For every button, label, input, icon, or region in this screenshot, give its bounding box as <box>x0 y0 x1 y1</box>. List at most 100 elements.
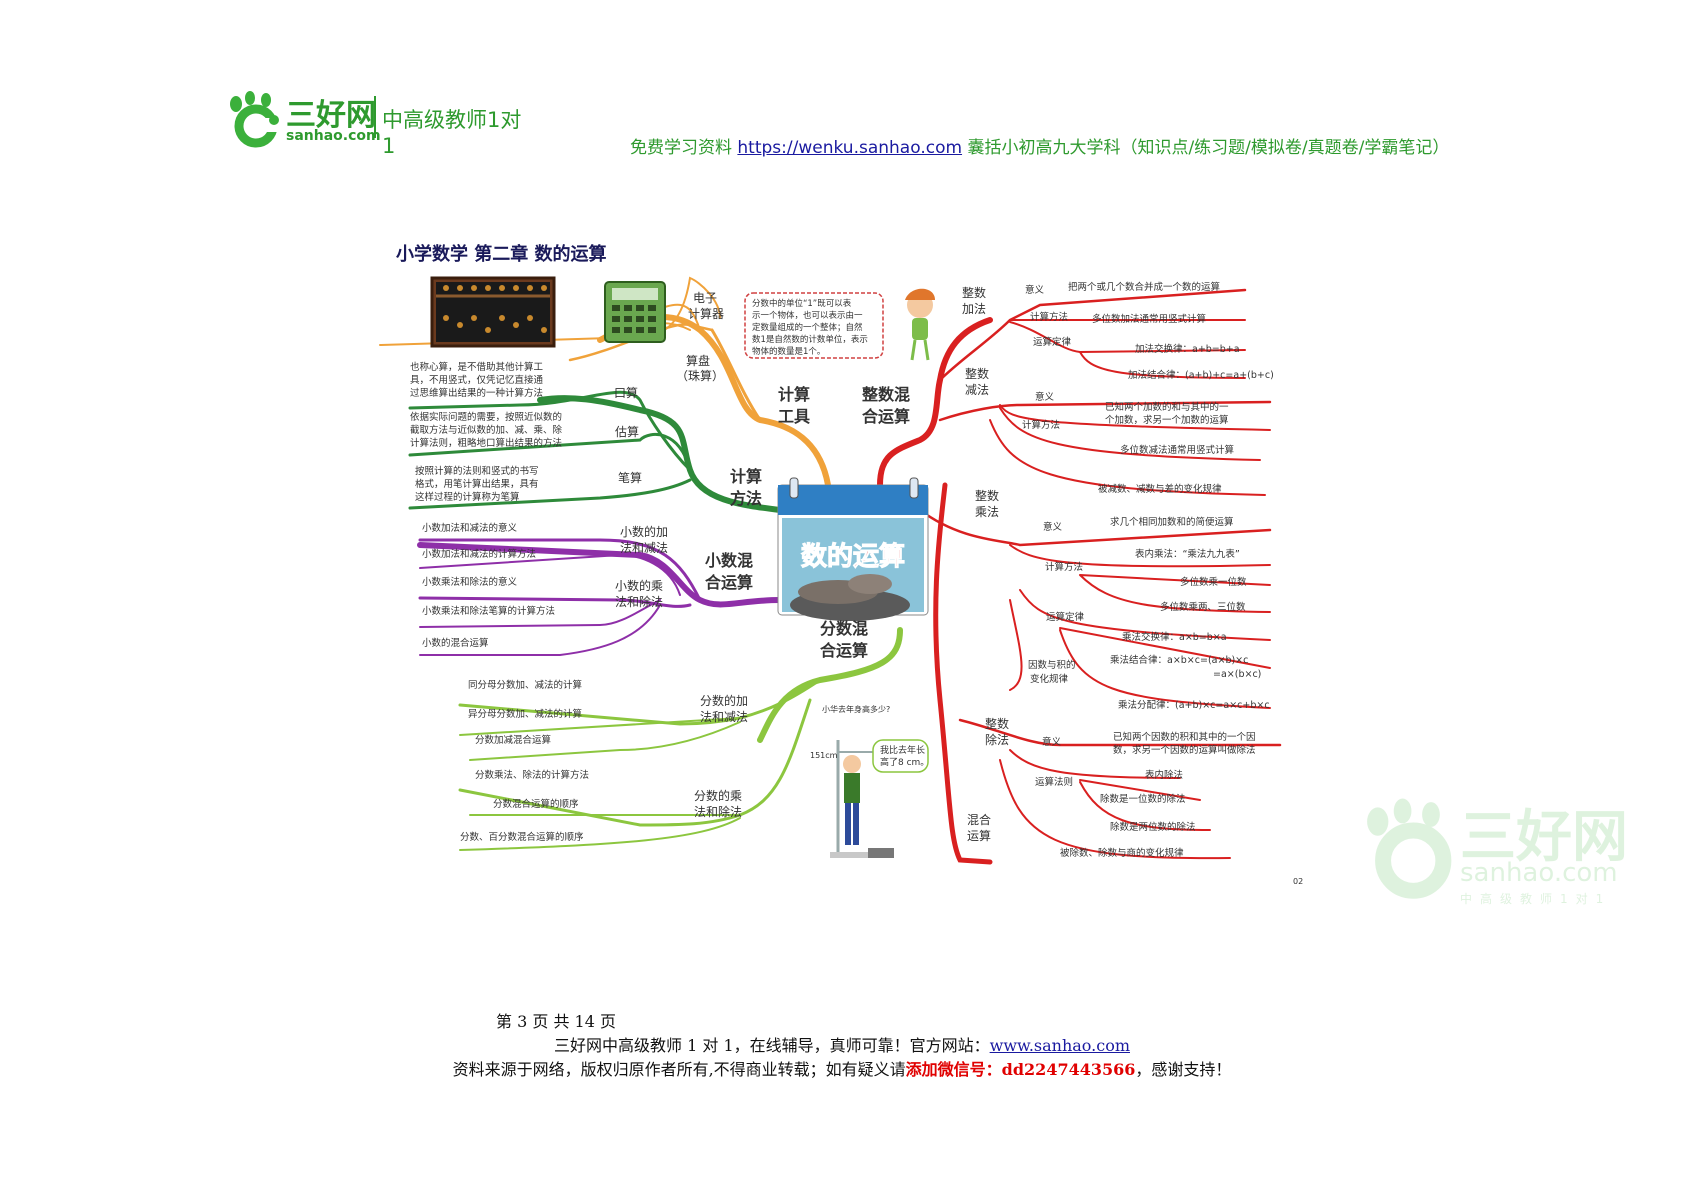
logo-sub: sanhao.com <box>286 128 381 144</box>
svg-text:整数减法: 整数减法 <box>965 366 989 397</box>
svg-text:小数混合运算: 小数混合运算 <box>705 551 753 592</box>
svg-text:因数与积的变化规律: 因数与积的变化规律 <box>1028 659 1076 685</box>
svg-text:分数混合运算: 分数混合运算 <box>820 619 868 660</box>
svg-text:也称心算，是不借助其他计算工具，不用竖式，仅凭记忆直接通过思: 也称心算，是不借助其他计算工具，不用竖式，仅凭记忆直接通过思维算出结果的一种计算… <box>410 361 544 399</box>
svg-text:02: 02 <box>1293 877 1303 886</box>
logo-main: 三好网 <box>286 98 376 133</box>
svg-text:分数的加法和减法: 分数的加法和减法 <box>700 693 748 724</box>
logo-divider <box>374 96 376 138</box>
svg-text:=a×(b×c): =a×(b×c) <box>1213 669 1261 680</box>
watermark-sub: sanhao.com <box>1460 858 1618 888</box>
svg-text:整数除法: 整数除法 <box>985 716 1009 747</box>
header-note: 免费学习资料 https://wenku.sanhao.com 囊括小初高九大学… <box>630 133 1449 158</box>
svg-text:意义: 意义 <box>1025 284 1045 296</box>
svg-text:运算定律: 运算定律 <box>1046 611 1085 623</box>
svg-text:整数混合运算: 整数混合运算 <box>861 385 910 426</box>
footer-site-link[interactable]: www.sanhao.com <box>989 1036 1130 1055</box>
svg-text:意义: 意义 <box>1042 736 1062 748</box>
svg-text:乘法交换律：a×b=b×a: 乘法交换律：a×b=b×a <box>1122 631 1227 643</box>
map-title: 小学数学 第二章 数的运算 <box>396 243 607 265</box>
watermark-paw-icon <box>1367 798 1452 899</box>
main-labels: 计算工具 计算方法 小数混合运算 分数混合运算 整数混合运算 <box>705 385 910 660</box>
svg-text:分数的乘法和除法: 分数的乘法和除法 <box>694 788 742 819</box>
abacus-icon <box>430 276 556 348</box>
watermark-main: 三好网 <box>1460 805 1628 870</box>
footer-line-1-text: 三好网中高级教师 1 对 1，在线辅导，真师可靠！官方网站： <box>554 1036 990 1055</box>
wenku-link[interactable]: https://wenku.sanhao.com <box>737 138 963 158</box>
svg-text:计算方法: 计算方法 <box>1030 311 1068 323</box>
footer-line-2-suffix: ，感谢支持！ <box>1135 1060 1232 1079</box>
svg-text:运算法则: 运算法则 <box>1035 776 1073 788</box>
kid-height-picture: 小华去年身高多少? 151cm 我比去年长 高了8 cm。 <box>810 704 929 858</box>
svg-text:计算方法: 计算方法 <box>1022 419 1060 431</box>
svg-text:被减数、减数与差的变化规律: 被减数、减数与差的变化规律 <box>1098 483 1222 495</box>
svg-text:意义: 意义 <box>1043 521 1063 533</box>
svg-text:求几个相同加数和的简便运算: 求几个相同加数和的简便运算 <box>1110 516 1234 528</box>
footer-line-1: 三好网中高级教师 1 对 1，在线辅导，真师可靠！官方网站：www.sanhao… <box>0 1032 1684 1056</box>
svg-text:多位数减法通常用竖式计算: 多位数减法通常用竖式计算 <box>1120 444 1234 456</box>
svg-text:多位数乘一位数: 多位数乘一位数 <box>1180 576 1247 588</box>
svg-text:同分母分数加、减法的计算: 同分母分数加、减法的计算 <box>468 679 582 691</box>
svg-text:表内除法: 表内除法 <box>1145 769 1183 781</box>
svg-text:口算: 口算 <box>614 385 638 400</box>
svg-text:小数的乘法和除法: 小数的乘法和除法 <box>615 578 663 609</box>
logo-tagline: 中高级教师1对1 <box>382 108 522 158</box>
svg-text:小华去年身高多少?: 小华去年身高多少? <box>822 704 890 714</box>
svg-text:依据实际问题的需要，按照近似数的截取方法与近似数的加、减、乘: 依据实际问题的需要，按照近似数的截取方法与近似数的加、减、乘、除计算法则，粗略地… <box>410 411 563 449</box>
svg-text:乘法分配律：(a+b)×c=a×c+b×c: 乘法分配律：(a+b)×c=a×c+b×c <box>1118 699 1270 711</box>
svg-text:已知两个加数的和与其中的一个加数，求另一个加数的运算: 已知两个加数的和与其中的一个加数，求另一个加数的运算 <box>1105 401 1229 426</box>
svg-text:把两个或几个数合并成一个数的运算: 把两个或几个数合并成一个数的运算 <box>1068 281 1220 293</box>
svg-text:多位数加法通常用竖式计算: 多位数加法通常用竖式计算 <box>1092 313 1206 325</box>
svg-text:算盘（珠算）: 算盘（珠算） <box>676 353 724 383</box>
svg-text:乘法结合律：a×b×c=(a×b)×c: 乘法结合律：a×b×c=(a×b)×c <box>1110 654 1248 666</box>
svg-text:计算方法: 计算方法 <box>730 467 762 508</box>
note-lines: 分数中的单位“1”既可以表 示一个物体，也可以表示由一 定数量组成的一个整体；自… <box>752 298 871 357</box>
note-prefix: 免费学习资料 <box>630 138 732 158</box>
svg-text:小数乘法和除法的意义: 小数乘法和除法的意义 <box>422 576 518 588</box>
svg-text:异分母分数加、减法的计算: 异分母分数加、减法的计算 <box>468 708 582 720</box>
svg-text:小数的加法和减法: 小数的加法和减法 <box>620 524 668 555</box>
unit-note: 分数中的单位“1”既可以表 示一个物体，也可以表示由一 定数量组成的一个整体；自… <box>744 292 884 359</box>
svg-text:按照计算的法则和竖式的书写格式，用笔计算出结果，具有这样过程: 按照计算的法则和竖式的书写格式，用笔计算出结果，具有这样过程的计算称为笔算 <box>415 465 539 503</box>
svg-text:计算方法: 计算方法 <box>1045 561 1083 573</box>
svg-text:分数乘法、除法的计算方法: 分数乘法、除法的计算方法 <box>475 769 589 781</box>
svg-text:估算: 估算 <box>615 424 639 439</box>
center-node: 数的运算 <box>777 477 929 621</box>
svg-text:分数加减混合运算: 分数加减混合运算 <box>475 734 551 746</box>
svg-text:小数乘法和除法笔算的计算方法: 小数乘法和除法笔算的计算方法 <box>422 605 555 617</box>
svg-text:混合运算: 混合运算 <box>967 812 991 843</box>
svg-text:加法结合律：(a+b)+c=a+(b+c): 加法结合律：(a+b)+c=a+(b+c) <box>1128 369 1274 381</box>
center-label: 数的运算 <box>801 541 905 572</box>
svg-text:整数乘法: 整数乘法 <box>975 488 999 519</box>
paw-logo-icon <box>230 91 279 148</box>
svg-text:除数是一位数的除法: 除数是一位数的除法 <box>1100 793 1186 805</box>
svg-text:151cm: 151cm <box>810 751 838 760</box>
svg-text:被除数、除数与商的变化规律: 被除数、除数与商的变化规律 <box>1060 847 1184 859</box>
svg-text:已知两个因数的积和其中的一个因数，求另一个因数的运算叫做除法: 已知两个因数的积和其中的一个因数，求另一个因数的运算叫做除法 <box>1113 731 1256 756</box>
svg-text:小数加法和减法的意义: 小数加法和减法的意义 <box>422 522 518 534</box>
page-number: 第 3 页 共 14 页 <box>496 1012 616 1031</box>
svg-text:整数加法: 整数加法 <box>962 285 986 316</box>
svg-text:笔算: 笔算 <box>618 470 642 485</box>
watermark-tag: 中高级教师1对1 <box>1460 892 1612 906</box>
footer-line-2-text: 资料来源于网络，版权归原作者所有,不得商业转载；如有疑义请 <box>452 1060 906 1079</box>
site-logo[interactable]: 三好网 sanhao.com 中高级教师1对1 <box>226 90 526 158</box>
svg-text:分数混合运算的顺序: 分数混合运算的顺序 <box>493 798 579 810</box>
svg-text:电子计算器: 电子计算器 <box>688 291 724 321</box>
svg-text:运算定律: 运算定律 <box>1033 336 1072 348</box>
svg-text:多位数乘两、三位数: 多位数乘两、三位数 <box>1160 601 1246 613</box>
svg-text:分数、百分数混合运算的顺序: 分数、百分数混合运算的顺序 <box>460 831 584 843</box>
svg-text:意义: 意义 <box>1035 391 1055 403</box>
wechat-contact: 添加微信号：dd2247443566 <box>905 1060 1136 1079</box>
svg-text:我比去年长 高了8 cm。: 我比去年长 高了8 cm。 <box>880 744 929 768</box>
fairy-icon <box>905 288 935 361</box>
svg-text:小数的混合运算: 小数的混合运算 <box>422 637 489 649</box>
svg-text:计算工具: 计算工具 <box>778 385 810 426</box>
svg-text:加法交换律：a+b=b+a: 加法交换律：a+b=b+a <box>1135 343 1240 355</box>
calculator-icon <box>604 281 666 343</box>
svg-text:除数是两位数的除法: 除数是两位数的除法 <box>1110 821 1196 833</box>
svg-text:小数加法和减法的计算方法: 小数加法和减法的计算方法 <box>422 548 536 560</box>
note-suffix: 囊括小初高九大学科（知识点/练习题/模拟卷/真题卷/学霸笔记） <box>967 138 1450 158</box>
footer-line-2: 资料来源于网络，版权归原作者所有,不得商业转载；如有疑义请添加微信号：dd224… <box>0 1056 1684 1080</box>
